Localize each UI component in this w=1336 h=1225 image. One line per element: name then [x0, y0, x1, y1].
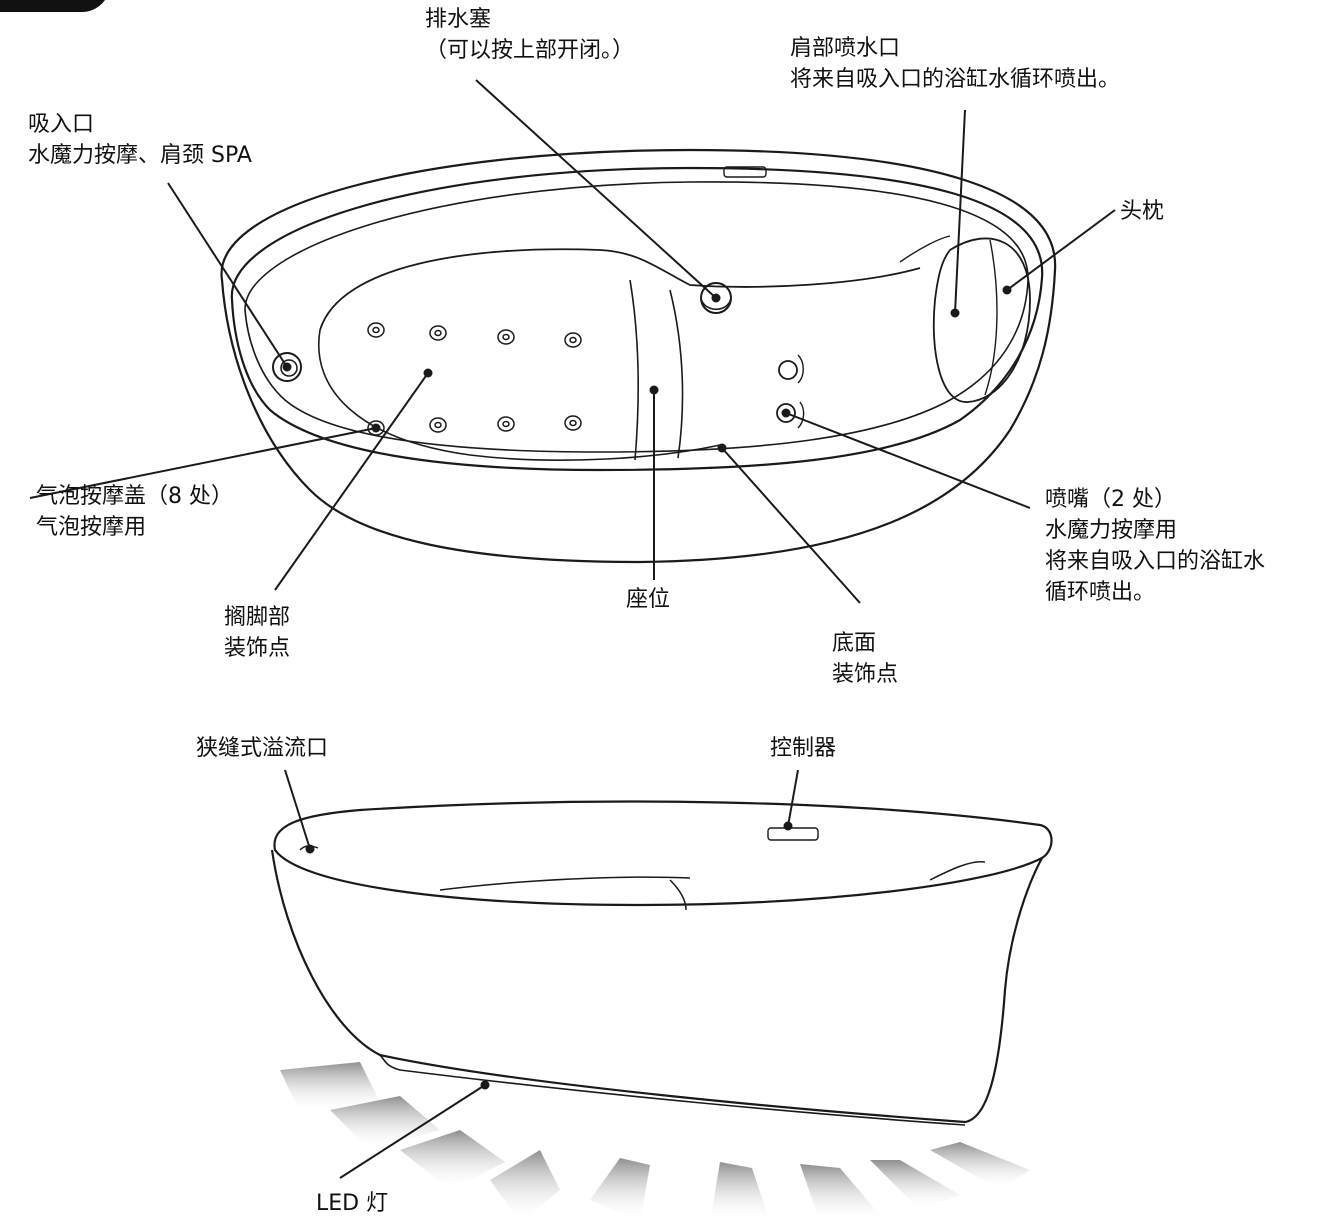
label-bubble-cover: 气泡按摩盖（8 处） 气泡按摩用 — [36, 481, 233, 543]
bubble-cover-note: 气泡按摩用 — [36, 515, 147, 540]
side-view-tub — [270, 800, 1053, 1126]
leader-dots — [282, 285, 1012, 1090]
label-drain-stopper: 排水塞 （可以按上部开闭。） — [425, 4, 634, 66]
leader-lines — [29, 79, 1116, 1179]
footrest-title: 搁脚部 — [224, 605, 291, 630]
label-seat: 座位 — [626, 584, 670, 615]
suction-inlet-title: 吸入口 — [28, 112, 95, 137]
label-controller: 控制器 — [770, 733, 836, 764]
overflow-title: 狭缝式溢流口 — [196, 736, 329, 761]
led-light-beams — [280, 1062, 1030, 1222]
bottom-note: 装饰点 — [832, 662, 899, 687]
label-headrest: 头枕 — [1120, 196, 1164, 227]
label-nozzle: 喷嘴（2 处） 水魔力按摩用 将来自吸入口的浴缸水 循环喷出。 — [1045, 484, 1265, 608]
headrest-title: 头枕 — [1120, 199, 1165, 224]
label-bottom: 底面 装饰点 — [832, 628, 898, 690]
label-suction-inlet: 吸入口 水魔力按摩、肩颈 SPA — [28, 109, 252, 171]
suction-inlet-note: 水魔力按摩、肩颈 SPA — [28, 143, 252, 168]
seat-title: 座位 — [626, 587, 671, 612]
label-footrest: 搁脚部 装饰点 — [224, 602, 290, 664]
corner-tab — [0, 0, 110, 12]
drain-stopper-title: 排水塞 — [425, 7, 492, 32]
label-shoulder-outlet: 肩部喷水口 将来自吸入口的浴缸水循环喷出。 — [790, 33, 1120, 95]
shoulder-outlet-title: 肩部喷水口 — [790, 36, 901, 61]
label-led: LED 灯 — [316, 1188, 388, 1219]
nozzle-note-1: 水魔力按摩用 — [1045, 518, 1178, 543]
nozzle-note-3: 循环喷出。 — [1045, 580, 1156, 605]
bubble-cover-title: 气泡按摩盖（8 处） — [36, 484, 233, 509]
label-overflow: 狭缝式溢流口 — [196, 733, 328, 764]
bottom-title: 底面 — [832, 631, 877, 656]
top-view-tub — [220, 148, 1057, 564]
shoulder-outlet-note: 将来自吸入口的浴缸水循环喷出。 — [790, 67, 1121, 92]
led-title: LED 灯 — [316, 1191, 389, 1216]
drain-stopper-note: （可以按上部开闭。） — [425, 38, 635, 63]
nozzle-note-2: 将来自吸入口的浴缸水 — [1045, 549, 1266, 574]
controller-title: 控制器 — [770, 736, 837, 761]
footrest-note: 装饰点 — [224, 636, 291, 661]
nozzle-title: 喷嘴（2 处） — [1045, 487, 1176, 512]
